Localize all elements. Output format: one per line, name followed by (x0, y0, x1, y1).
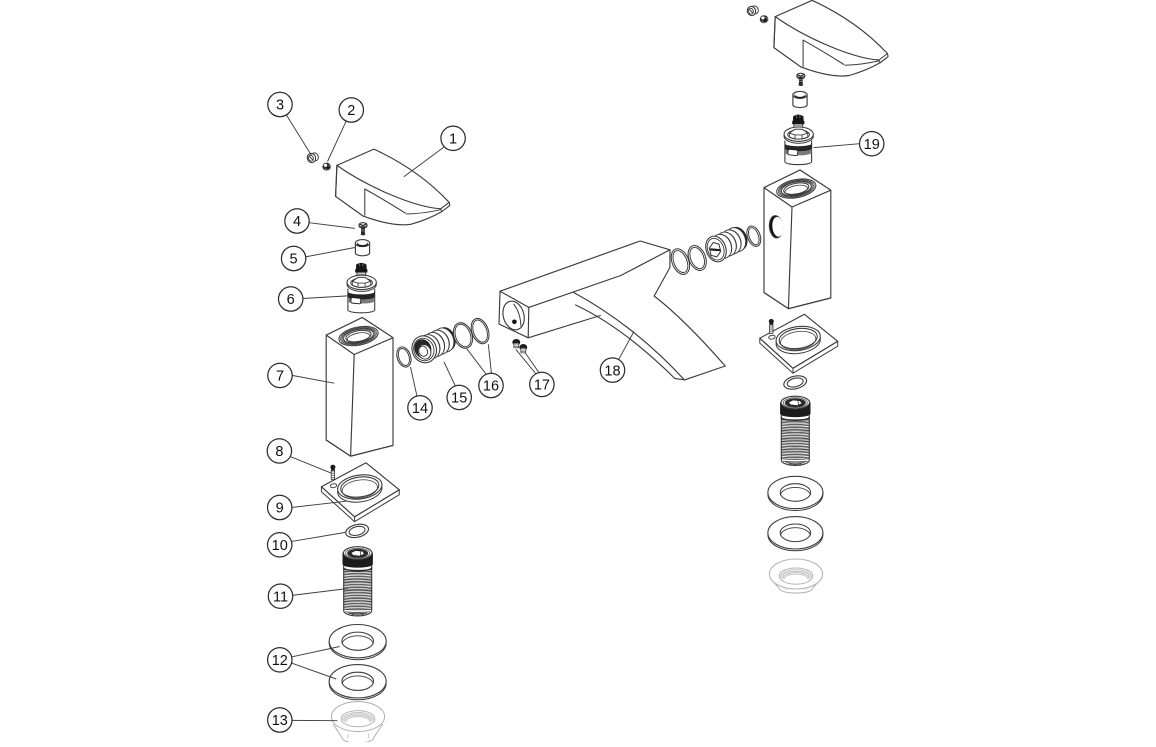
svg-text:13: 13 (272, 713, 288, 729)
svg-text:17: 17 (534, 378, 550, 394)
svg-text:19: 19 (864, 137, 880, 153)
svg-text:18: 18 (604, 363, 620, 379)
svg-text:14: 14 (412, 401, 428, 417)
svg-text:8: 8 (275, 444, 283, 460)
svg-text:6: 6 (287, 292, 295, 308)
svg-text:3: 3 (276, 98, 284, 114)
svg-text:16: 16 (483, 379, 499, 395)
svg-text:5: 5 (290, 252, 298, 268)
svg-text:10: 10 (272, 538, 288, 554)
svg-text:1: 1 (449, 132, 457, 148)
svg-text:4: 4 (293, 214, 301, 230)
svg-text:9: 9 (276, 501, 284, 517)
svg-text:15: 15 (451, 391, 467, 407)
svg-text:2: 2 (347, 103, 355, 119)
svg-text:7: 7 (276, 369, 284, 385)
svg-text:11: 11 (273, 589, 288, 605)
svg-text:12: 12 (272, 653, 288, 669)
